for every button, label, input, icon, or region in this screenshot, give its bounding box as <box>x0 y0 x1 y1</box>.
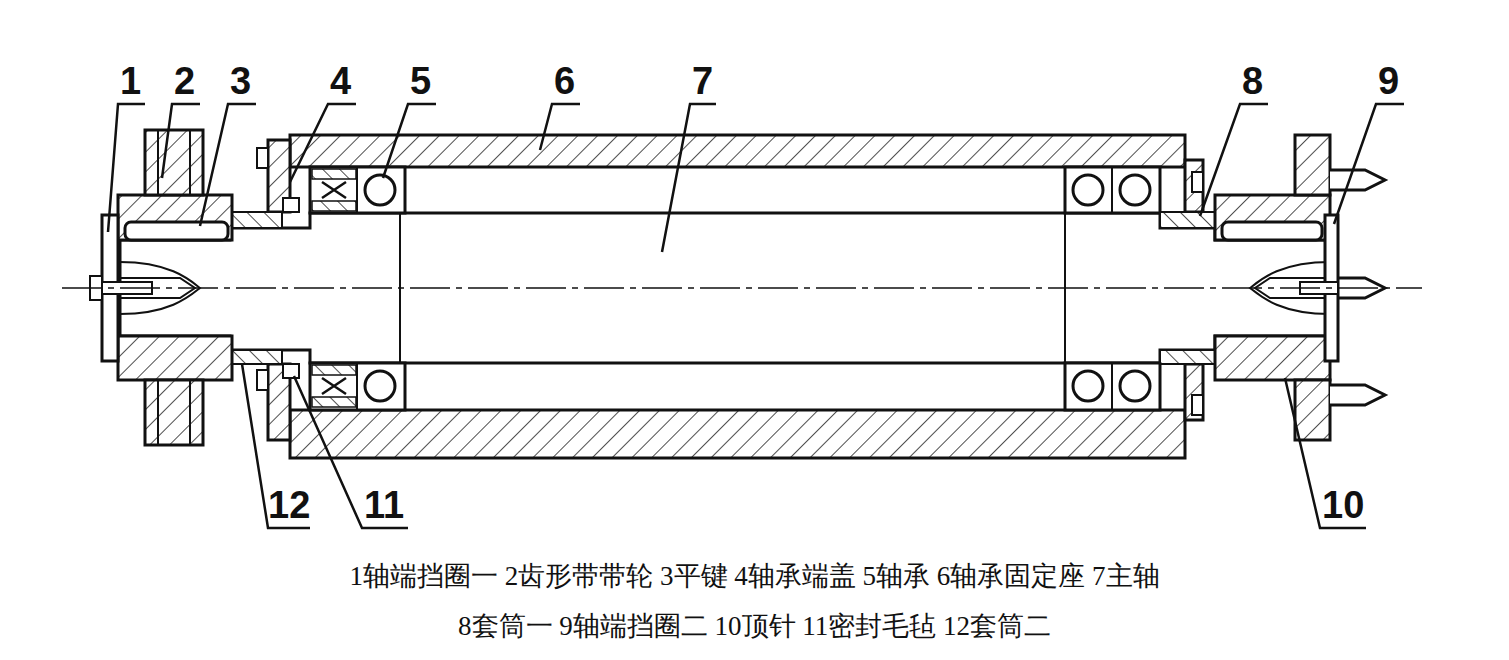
callout-number: 10 <box>1322 484 1364 526</box>
caption-line: 8套筒一 9轴端挡圈二 10顶针 11密封毛毡 12套筒二 <box>0 606 1509 646</box>
callout-number: 9 <box>1378 60 1399 102</box>
callout-number: 2 <box>174 60 195 102</box>
callout-number: 6 <box>554 60 575 102</box>
callout-number: 7 <box>692 60 713 102</box>
callout-number: 5 <box>410 60 431 102</box>
callout-number: 11 <box>364 484 404 526</box>
callout-number: 4 <box>330 60 351 102</box>
callout-number: 1 <box>120 60 141 102</box>
callout-number: 8 <box>1242 60 1263 102</box>
callout-number: 3 <box>230 60 251 102</box>
caption-line: 1轴端挡圈一 2齿形带带轮 3平键 4轴承端盖 5轴承 6轴承固定座 7主轴 <box>0 556 1509 596</box>
callout-number: 12 <box>268 484 310 526</box>
